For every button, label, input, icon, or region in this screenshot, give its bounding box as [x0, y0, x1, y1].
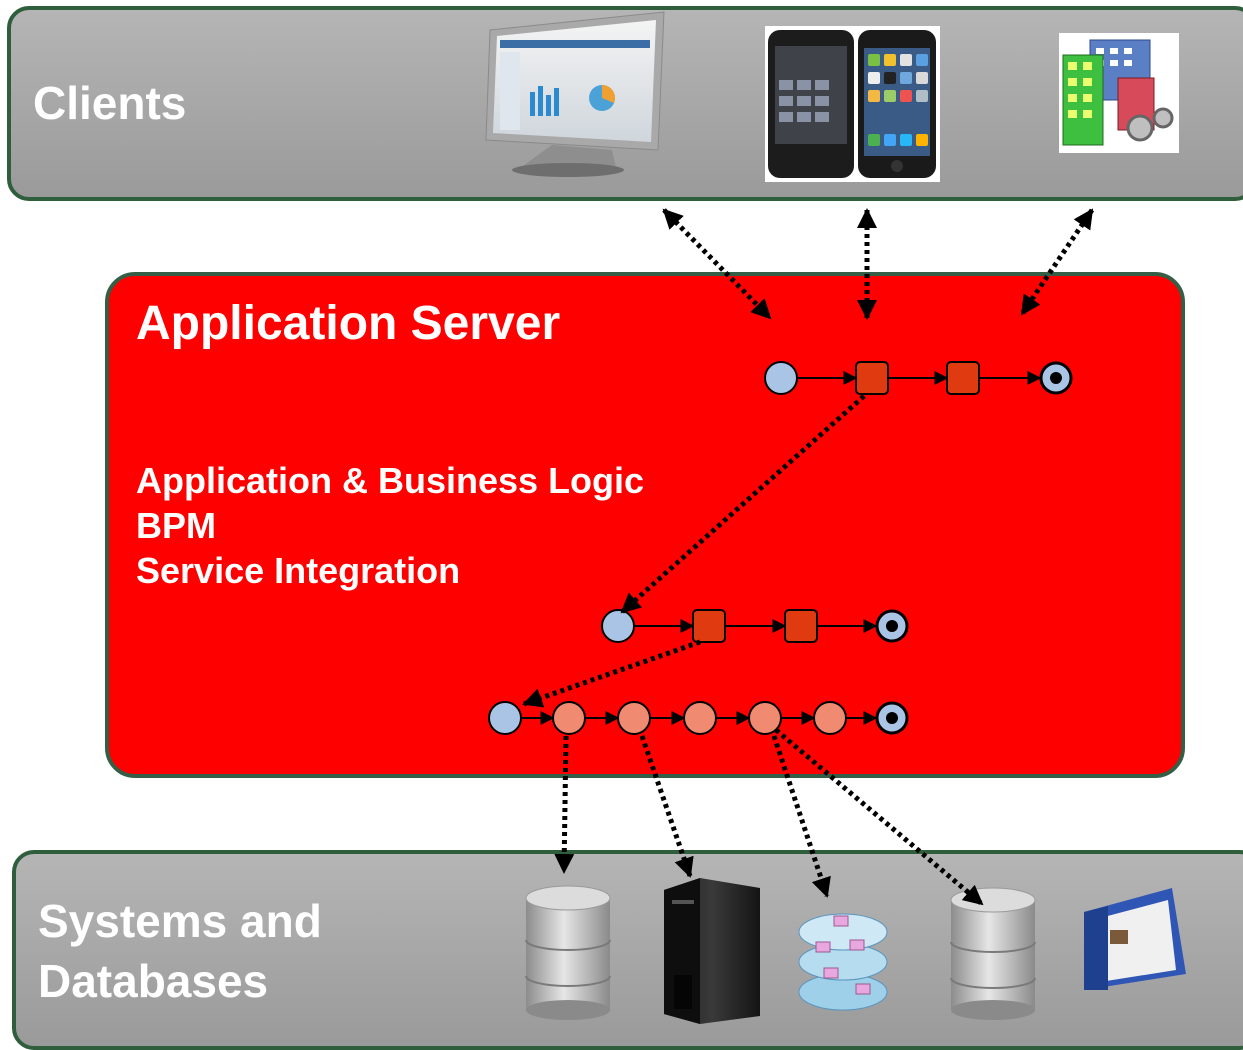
- start-event: [601, 609, 635, 643]
- arrow-enterprise: [1019, 208, 1095, 316]
- activity-node: [683, 701, 717, 735]
- systems-title-line1: Systems and: [38, 895, 322, 947]
- activity-node: [552, 701, 586, 735]
- arrow-to-workflow-layers: [771, 735, 831, 898]
- start-event: [764, 361, 798, 395]
- task-box: [946, 361, 980, 395]
- process-flow-3: [488, 701, 909, 735]
- workflow-layers-icon: [798, 913, 888, 1011]
- application-server-box: [105, 272, 1185, 778]
- start-event: [488, 701, 522, 735]
- desktop-monitor-icon: [485, 11, 665, 177]
- process-flow-1: [764, 361, 1073, 395]
- server-tower-icon: [664, 878, 760, 1024]
- arrow-to-database-2: [774, 728, 984, 906]
- activity-node: [813, 701, 847, 735]
- task-box: [692, 609, 726, 643]
- activity-node: [617, 701, 651, 735]
- task-box: [855, 361, 889, 395]
- database-icon: [950, 887, 1036, 1020]
- arrow-to-database-1: [554, 735, 575, 874]
- enterprise-buildings-icon: [1059, 33, 1179, 153]
- iphone-icon: [858, 30, 936, 178]
- capability-bpm: BPM: [136, 505, 216, 546]
- arrow-desktop: [662, 208, 772, 320]
- capabilities-list: Application & Business Logic BPM Service…: [136, 458, 644, 593]
- systems-band: [12, 850, 1243, 1050]
- database-icon: [525, 885, 611, 1020]
- capability-business-logic: Application & Business Logic: [136, 460, 645, 501]
- process-flow-2: [601, 609, 909, 643]
- document-folder-icon: [1084, 888, 1186, 990]
- application-server-title: Application Server: [136, 297, 561, 350]
- systems-title-line2: Databases: [38, 955, 269, 1007]
- arrow-process1-to-process2: [620, 394, 866, 614]
- task-box: [784, 609, 818, 643]
- clients-title: Clients: [33, 77, 187, 129]
- capability-service-integration: Service Integration: [136, 550, 461, 591]
- arrow-to-server-tower: [639, 735, 694, 878]
- arrow-process2-to-process3: [522, 639, 701, 708]
- systems-title: Systems and Databases: [38, 891, 322, 1011]
- activity-node: [748, 701, 782, 735]
